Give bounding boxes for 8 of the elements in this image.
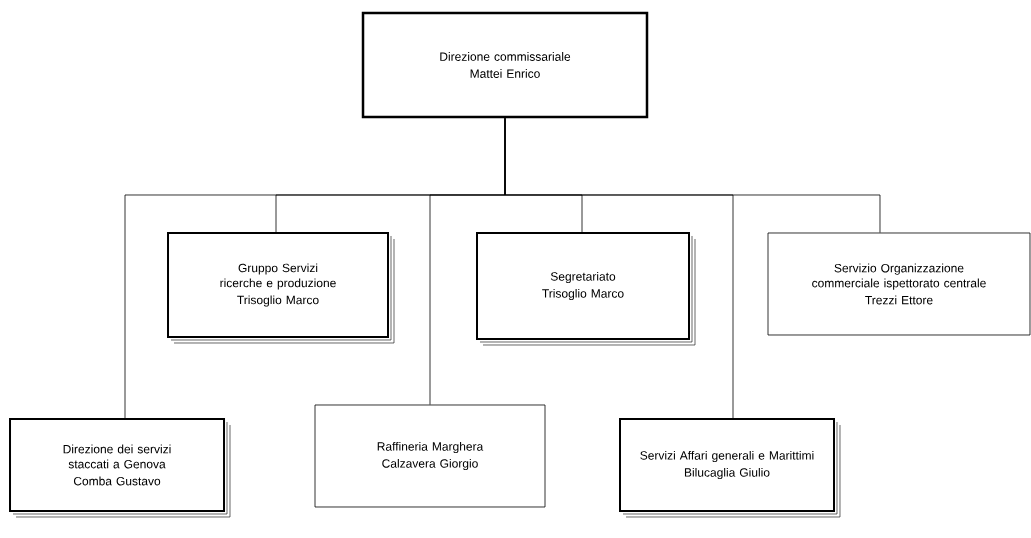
org-box: Gruppo Servizi ricerche e produzione Trisoglio Marco [167, 232, 395, 344]
org-box: Direzione commissariale Mattei Enrico [361, 11, 649, 119]
box: Servizio Organizzazione commerciale ispettorato centrale Trezzi Ettore [767, 232, 1031, 336]
org-box: Segretariato Trisoglio Marco [476, 232, 696, 346]
org-box: Servizi Affari generali e Marittimi Bilucaglia Giulio [619, 418, 841, 518]
box: Raffineria Marghera Calzavera Giorgio [314, 404, 546, 508]
connector-line [504, 117, 881, 233]
org-box: Direzione dei servizi staccati a Genova Comba Gustavo [9, 418, 231, 518]
